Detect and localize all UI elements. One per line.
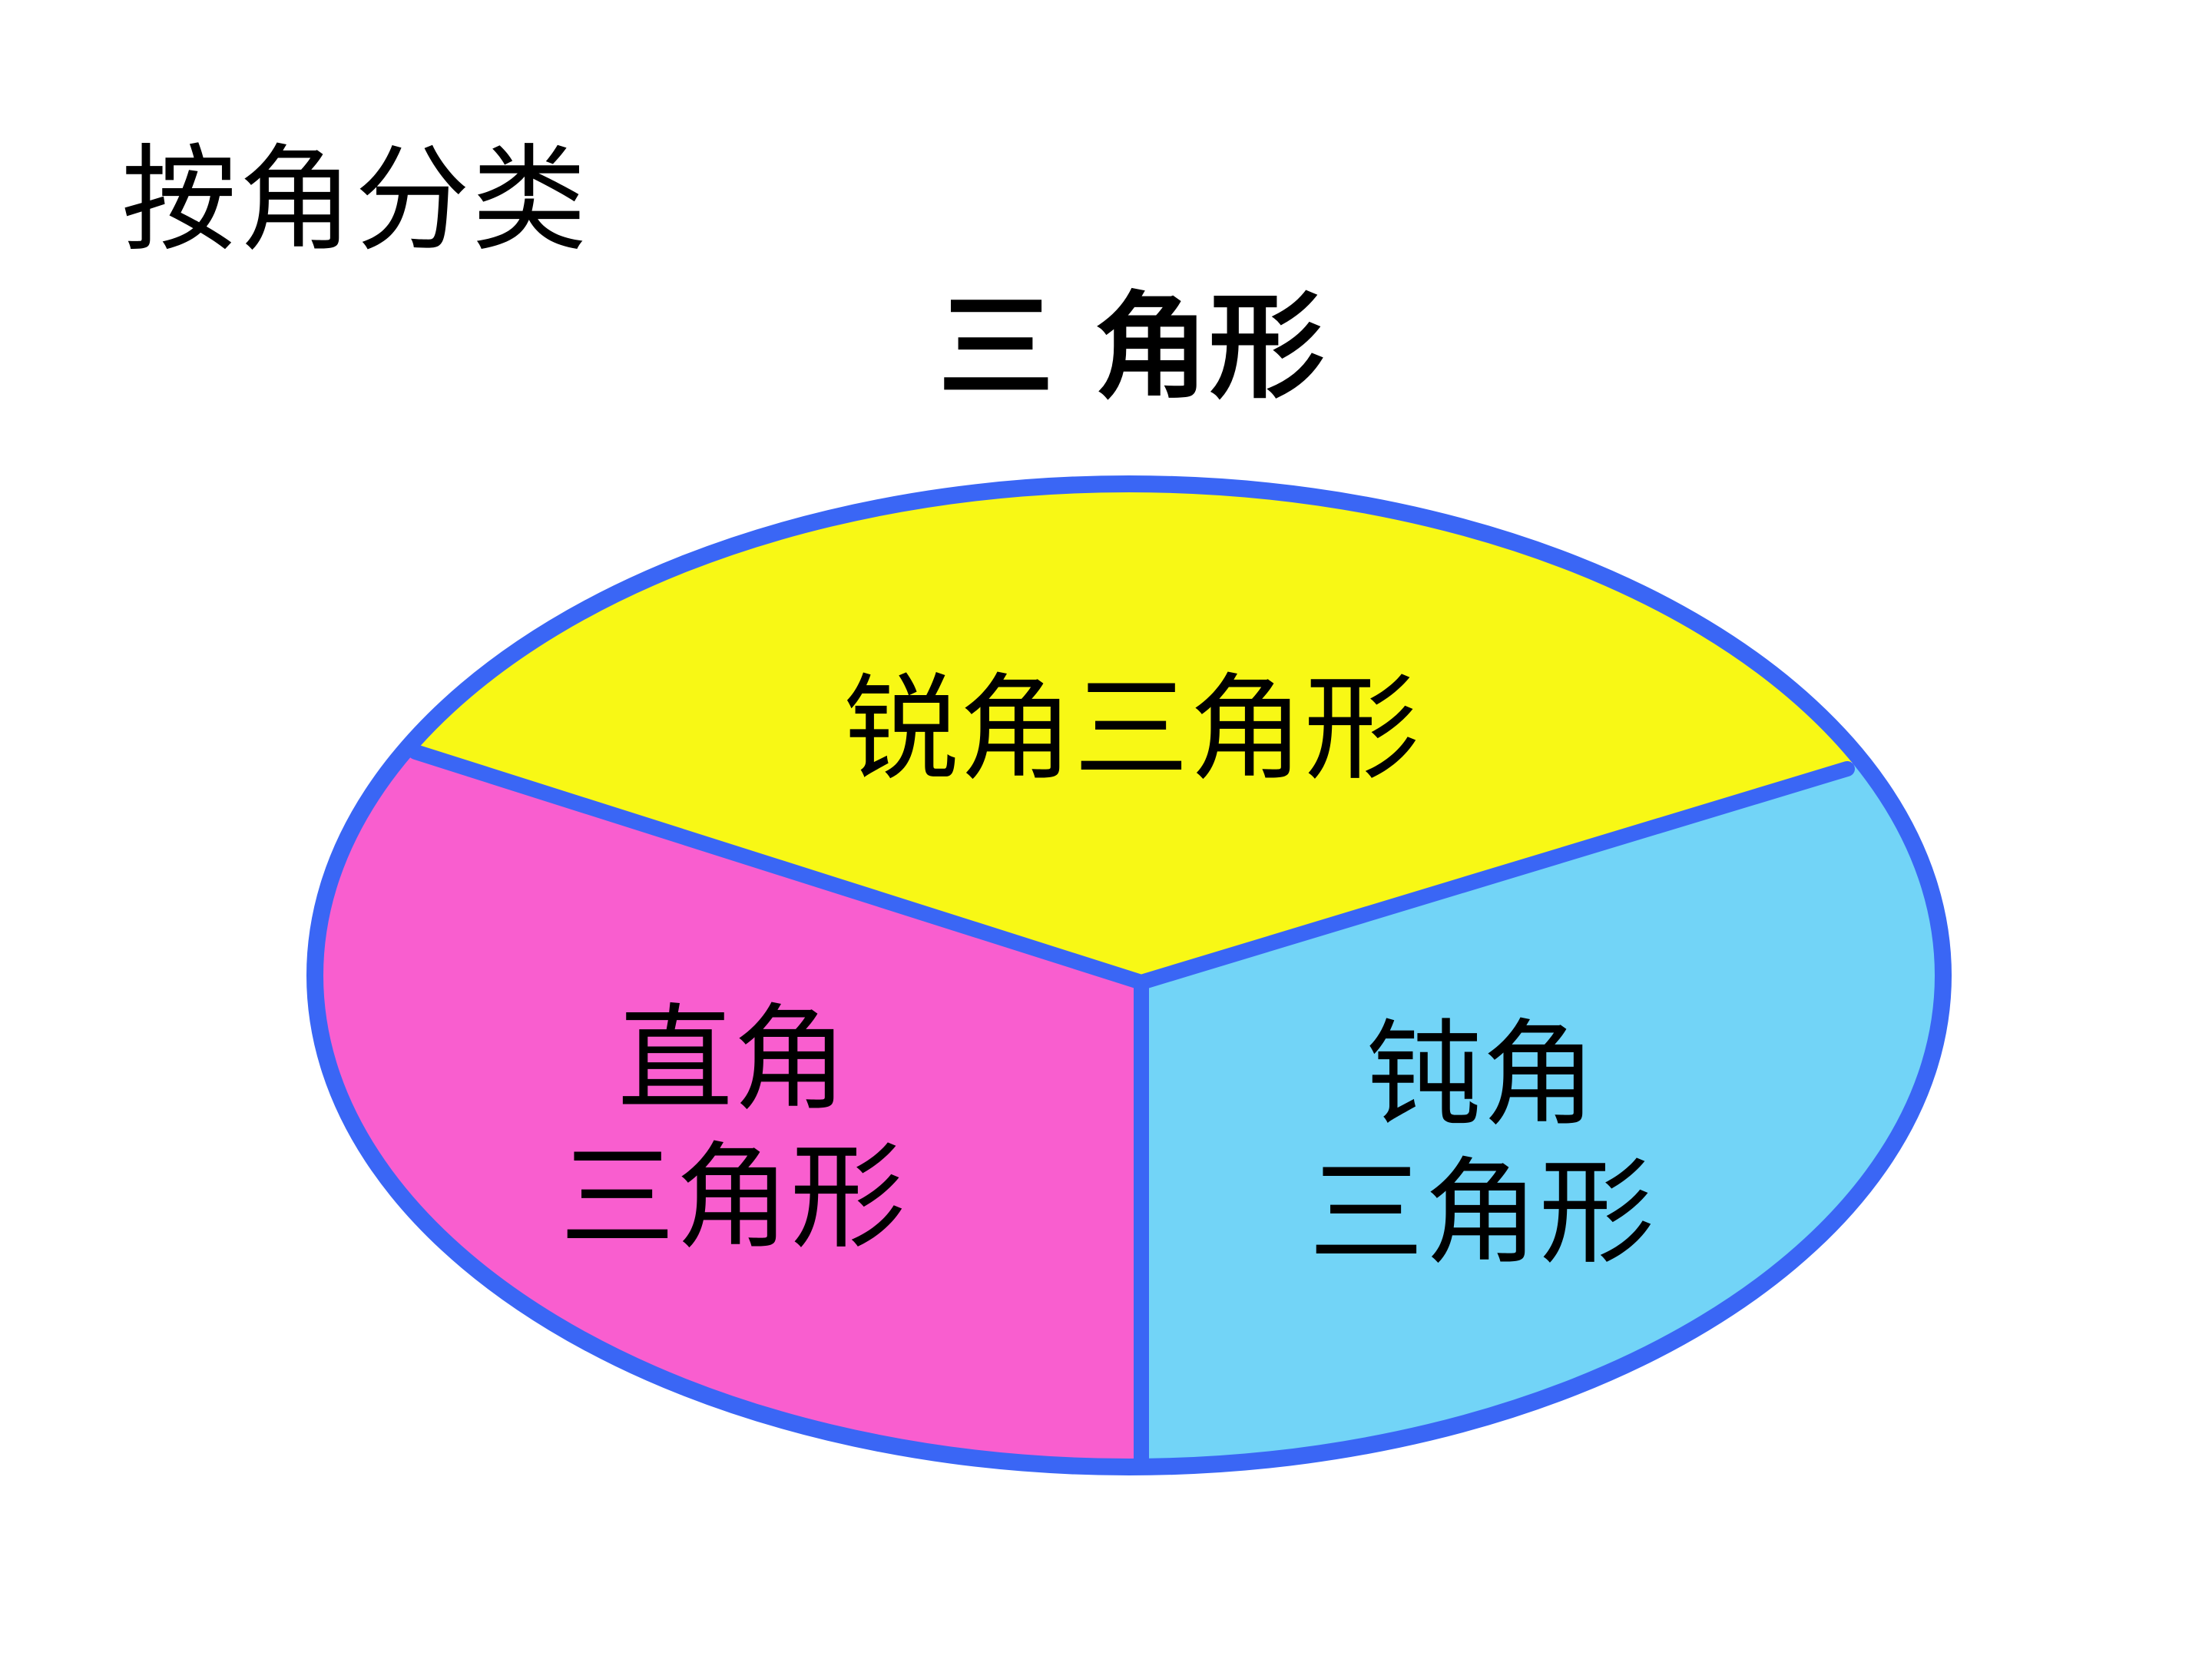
right-label-line-2: 三角形 <box>559 1131 906 1265</box>
obtuse-label-line-2: 三角形 <box>1308 1147 1654 1280</box>
obtuse-triangle-label: 钝角 三角形 <box>1251 1006 1712 1283</box>
ellipse-border <box>306 475 1952 1475</box>
diagram-title: 三 角形 <box>938 281 1325 415</box>
divider-left <box>408 744 1149 990</box>
divider-right <box>1134 761 1855 990</box>
right-triangle-label: 直角 三角形 <box>502 991 963 1267</box>
acute-triangle-label: 锐角三角形 <box>824 661 1439 799</box>
obtuse-label-line-1: 钝角 <box>1366 1008 1597 1142</box>
classification-subtitle: 按角分类 <box>121 134 589 267</box>
right-label-line-1: 直角 <box>617 993 848 1127</box>
acute-label-line: 锐角三角形 <box>843 663 1419 796</box>
